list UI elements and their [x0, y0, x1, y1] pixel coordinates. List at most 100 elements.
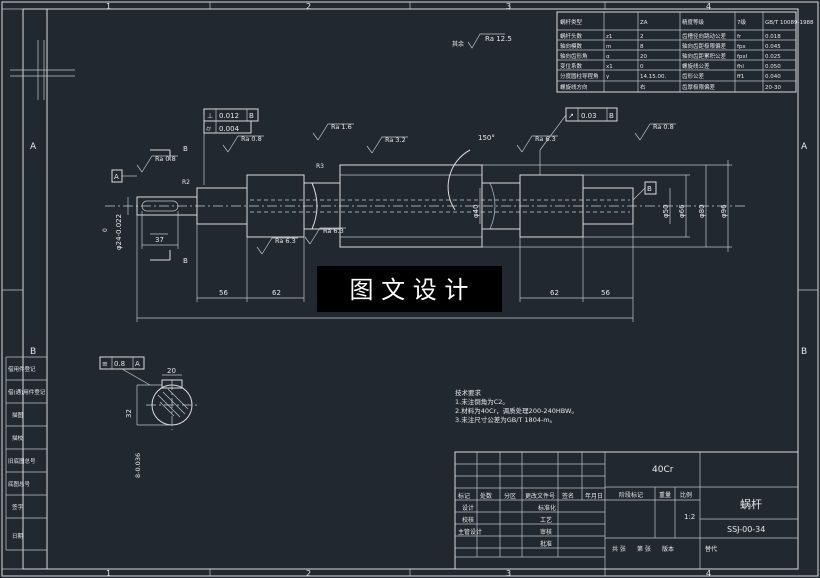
param-cell-r6-c2: 右 — [640, 83, 646, 91]
bottom-label-2: 版本 — [662, 545, 674, 553]
gtol-4-datum: A — [135, 360, 140, 368]
side-label-1: 借(通)用件登记 — [8, 388, 46, 396]
header-label-5: 年月日 — [585, 492, 603, 500]
length-dimension-lines — [136, 211, 634, 322]
side-label-7: 日期 — [12, 533, 24, 540]
param-cell-r0-c4: 7级 — [737, 18, 746, 26]
roughness-symbol-0 — [136, 155, 178, 173]
mid-label-0: 标准化 — [538, 504, 556, 512]
param-cell-r6-c0: 螺旋线方向 — [560, 83, 588, 91]
dim-d50: φ50 — [662, 204, 670, 218]
gtol-4-value: 0.8 — [114, 360, 125, 368]
param-cell-r0-c3: 精度等级 — [682, 18, 705, 26]
gtol-3-datum: B — [609, 112, 614, 120]
material-value: 40Cr — [652, 465, 674, 475]
gtol-2-symbol: ⌭ — [206, 125, 211, 133]
role-label-2: 主管设计 — [458, 528, 482, 536]
param-cell-r6-c3: 齿厚极限偏差 — [682, 83, 716, 91]
diameter-dimension-lines — [127, 160, 732, 252]
watermark-banner — [317, 266, 502, 312]
datum-b-leader — [632, 187, 646, 201]
roughness-symbol-3 — [366, 136, 408, 154]
header-label-1: 处数 — [480, 492, 492, 500]
param-cell-r1-c0: 蜗杆头数 — [560, 32, 583, 40]
zone-label-top-1: 1 — [106, 2, 111, 11]
key-tol: 8-0.036 — [134, 453, 142, 478]
param-cell-r2-c5: 0.045 — [765, 44, 781, 50]
key-width-20: 20 — [167, 367, 176, 375]
zone-label-bottom-3: 3 — [506, 569, 511, 578]
param-cell-r4-c1: x1 — [606, 64, 613, 70]
gtol-3-symbol: ↗ — [568, 112, 574, 120]
part-name: 蜗杆 — [740, 497, 762, 511]
param-cell-r4-c2: 0 — [640, 64, 644, 70]
param-cell-r2-c1: m — [606, 44, 611, 50]
side-label-6: 签字 — [12, 503, 24, 511]
role-label-0: 设计 — [462, 504, 474, 512]
param-cell-r1-c3: 齿槽径向跳动公差 — [682, 32, 727, 40]
roughness-symbol-6 — [256, 237, 298, 255]
roughness-symbol-2 — [312, 123, 354, 141]
dim-d66: φ66 — [678, 204, 686, 218]
zone-label-bottom-2: 2 — [306, 569, 311, 578]
param-cell-r2-c0: 轴向模数 — [560, 42, 583, 50]
zone-label-left-a: A — [30, 142, 37, 152]
key-depth-32: 32 — [125, 409, 133, 418]
param-cell-r3-c4: fpxl — [737, 54, 748, 60]
default-roughness-label: 其余 — [452, 40, 464, 48]
technical-notes: 技术要求 1.未注倒角为C2。 2.材料为40Cr，调质处理200-240HBW… — [455, 388, 578, 424]
side-registration-grid — [5, 356, 47, 551]
zone-label-left-b: B — [30, 347, 36, 357]
header-label-0: 标记 — [458, 492, 470, 500]
title-block — [454, 451, 799, 570]
bottom-label-0: 共 张 — [612, 545, 626, 553]
roughness-symbol-5 — [634, 123, 676, 141]
dim-len-56-right: 56 — [601, 289, 610, 297]
zone-label-top-3: 3 — [506, 2, 511, 11]
gtol-frame-4: ≡ 0.8 A — [99, 356, 151, 386]
gtol-1-symbol: ⊥ — [207, 112, 213, 120]
roughness-value-1: Ra 0.8 — [241, 135, 262, 143]
param-cell-r5-c0: 分度圆柱导程角 — [560, 72, 599, 80]
zone-label-bottom-1: 1 — [106, 569, 111, 578]
roughness-symbol-1 — [222, 135, 264, 153]
param-cell-r4-c4: fhl — [737, 64, 744, 70]
param-cell-r3-c5: 0.025 — [765, 54, 781, 60]
param-cell-r5-c3: 齿形公差 — [682, 72, 705, 80]
zone-label-top-4: 4 — [706, 2, 711, 11]
drawing-number: SSJ-00-34 — [727, 525, 765, 534]
roughness-value-3: Ra 3.2 — [385, 136, 406, 144]
roughness-symbol-default — [467, 33, 505, 49]
param-cell-r0-c0: 蜗杆类型 — [560, 18, 583, 26]
param-cell-r2-c4: fpx — [737, 44, 746, 50]
param-cell-r5-c2: 14.15.00. — [640, 74, 666, 80]
zone-label-top-2: 2 — [306, 2, 311, 11]
side-label-5: 底图总号 — [8, 480, 31, 488]
gtol-frame-1: ⊥ 0.012 B — [203, 108, 259, 185]
roughness-value-2: Ra 1.6 — [331, 123, 352, 131]
param-cell-r3-c3: 轴向齿距累积公差 — [682, 52, 727, 60]
bottom-label-3: 替代 — [705, 545, 717, 553]
dim-len-62-left: 62 — [272, 289, 281, 297]
stage-label-2: 比例 — [680, 491, 692, 499]
param-cell-r4-c5: 0.050 — [765, 64, 781, 70]
side-label-3: 描校 — [12, 434, 24, 442]
gtol-frame-2: ⌭ 0.004 — [203, 120, 252, 134]
side-label-4: 旧底图总号 — [8, 457, 36, 465]
roughness-value-5: Ra 0.8 — [653, 123, 674, 131]
side-label-0: 借用件登记 — [8, 365, 36, 373]
scale-value: 1:2 — [684, 513, 695, 521]
stage-label-0: 阶段标记 — [619, 491, 643, 499]
param-cell-r0-c5: GB/T 10089-1988 — [765, 20, 814, 26]
corner-crop-mark — [10, 40, 75, 100]
gtol-3-value: 0.03 — [581, 112, 597, 120]
keyway-outline — [141, 200, 179, 212]
gtol-frame-3: ↗ 0.03 B — [539, 107, 618, 175]
angle-150: 150° — [478, 134, 495, 142]
default-roughness-value: Ra 12.5 — [485, 35, 512, 43]
zone-label-right-b: B — [801, 347, 807, 357]
margin-strip — [22, 8, 48, 570]
keyway-section-view — [136, 374, 198, 430]
